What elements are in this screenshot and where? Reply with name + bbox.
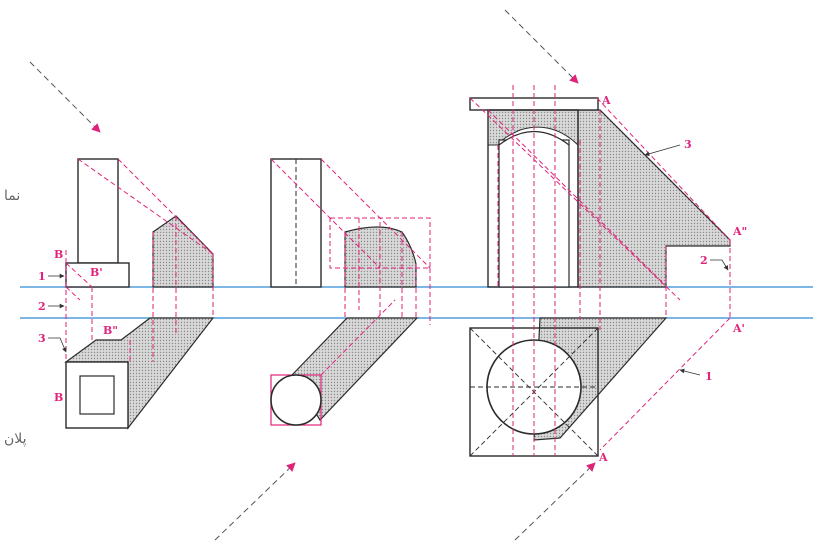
fig2-plan-circle bbox=[270, 374, 322, 426]
fig1-plan-inner-square bbox=[79, 375, 115, 415]
fig1-label-b-double: B" bbox=[103, 324, 118, 337]
fig3-label-a-top: A bbox=[601, 94, 611, 107]
fig1-label-3: 3 bbox=[38, 332, 46, 345]
fig1-label-b-plan: B bbox=[54, 391, 63, 404]
figure-1: B B' B" B 1 2 3 bbox=[38, 158, 215, 430]
figure-2 bbox=[270, 158, 431, 426]
fig1-label-b-prime: B' bbox=[90, 266, 103, 279]
fig1-elevation-column bbox=[77, 158, 119, 264]
fig1-label-b-left: B bbox=[54, 248, 63, 261]
fig3-elevation-shadow bbox=[488, 109, 731, 288]
fig1-elevation-base bbox=[65, 262, 130, 288]
fig3-label-a-prime: A' bbox=[732, 322, 745, 335]
fig1-elevation-shadow bbox=[152, 215, 214, 288]
light-ray-3 bbox=[214, 462, 296, 541]
light-ray-1 bbox=[29, 61, 101, 133]
light-ray-2 bbox=[504, 9, 579, 84]
fig3-construction-lines bbox=[469, 85, 731, 456]
fig3-label-1: 1 bbox=[705, 370, 713, 383]
fig3-arch bbox=[498, 130, 570, 146]
view-label-plan: پلان bbox=[4, 431, 27, 447]
light-rays bbox=[29, 9, 596, 541]
fig1-label-1: 1 bbox=[38, 270, 46, 283]
fig3-label-3: 3 bbox=[684, 138, 692, 151]
fig3-label-a-double: A" bbox=[732, 225, 747, 238]
view-label-elevation: نما bbox=[4, 188, 20, 204]
light-ray-4 bbox=[514, 462, 596, 541]
fig1-dimension-arrows bbox=[48, 273, 67, 353]
fig1-construction-lines bbox=[65, 158, 214, 362]
fig3-dimension-arrows bbox=[644, 144, 729, 376]
fig1-label-2: 2 bbox=[38, 300, 46, 313]
fig3-label-a-bottom: A bbox=[598, 451, 608, 464]
fig3-label-2: 2 bbox=[700, 254, 708, 267]
fig2-construction-lines bbox=[270, 158, 431, 376]
figure-3: A A" A' A 1 2 3 bbox=[469, 85, 747, 464]
